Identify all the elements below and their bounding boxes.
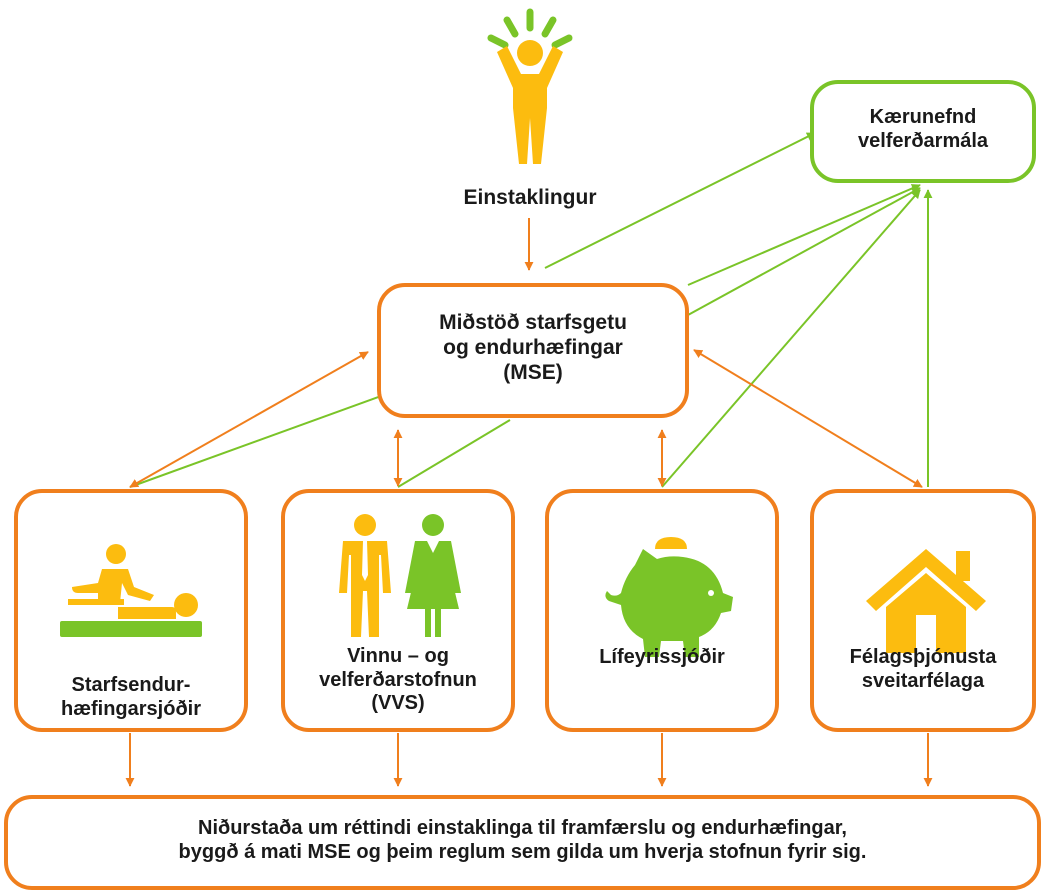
institution-lifeyrissjodir-label: Lífeyrissjóðir: [549, 646, 775, 670]
arrow-starfsendurhaefing-to-appeals: [129, 394, 385, 488]
institution-vvs-line-1: Vinnu – og: [347, 645, 449, 667]
arrow-mse-to-appeals: [544, 132, 816, 269]
appeals-line-2: velferðarmála: [857, 129, 989, 152]
individual-label: Einstaklingur: [463, 186, 597, 209]
arrow-mse-felagsthjonusta: [693, 349, 923, 488]
institution-starfsendurhaefing-line-1: Starfsendur-: [71, 674, 191, 696]
arrow-lifeyrissjodir-to-appeals: [661, 189, 921, 488]
piggy-bank-icon: [605, 537, 733, 657]
institution-vvs-line-3: (VVS): [371, 692, 425, 715]
mse-line-2: og endurhæfingar: [443, 335, 623, 359]
outcome-line-2: byggð á mati MSE og þeim reglum sem gild…: [178, 840, 867, 863]
arrow-vvs-to-appeals: [397, 419, 511, 488]
outcome-line-1: Niðurstaða um réttindi einstaklinga til …: [198, 817, 847, 839]
institution-lifeyrissjodir-line-3: Lífeyrissjóðir: [599, 646, 725, 668]
institution-felagsthjonusta-label: Félagsþjónusta sveitarfélaga: [814, 646, 1032, 693]
institution-starfsendurhaefing-label: Starfsendur- hæfingarsjóðir: [18, 674, 244, 721]
arrow-mse-starfsendurhaefing: [129, 351, 369, 488]
arrow-mse-to-appeals-3: [687, 187, 921, 316]
mse-box: Miðstöð starfsgetu og endurhæfingar (MSE…: [377, 283, 689, 418]
physiotherapy-icon: [60, 544, 202, 637]
mse-line-3: (MSE): [503, 360, 563, 384]
institution-vvs-box: Vinnu – og velferðarstofnun (VVS): [281, 489, 515, 732]
house-icon: [866, 549, 986, 653]
institution-vvs-line-2: velferðarstofnun: [319, 668, 477, 691]
arrow-mse-to-appeals-2: [687, 184, 921, 286]
institution-starfsendurhaefing-box: Starfsendur- hæfingarsjóðir: [14, 489, 248, 732]
appeals-line-1: Kærunefnd: [869, 106, 977, 128]
institution-lifeyrissjodir-box: Lífeyrissjóðir: [545, 489, 779, 732]
appeals-committee-box: Kærunefnd velferðarmála: [810, 80, 1036, 183]
institution-starfsendurhaefing-line-2: hæfingarsjóðir: [60, 697, 201, 720]
appeals-committee-label: Kærunefnd velferðarmála: [814, 106, 1032, 153]
man-and-woman-icon: [339, 514, 461, 637]
institution-felagsthjonusta-box: Félagsþjónusta sveitarfélaga: [810, 489, 1036, 732]
institution-vvs-label: Vinnu – og velferðarstofnun (VVS): [285, 645, 511, 716]
institution-felagsthjonusta-line-2: Félagsþjónusta: [849, 646, 997, 668]
person-arms-raised-icon: [487, 8, 573, 164]
outcome-box: Niðurstaða um réttindi einstaklinga til …: [4, 795, 1041, 890]
mse-label: Miðstöð starfsgetu og endurhæfingar (MSE…: [381, 311, 685, 385]
outcome-label: Niðurstaða um réttindi einstaklinga til …: [8, 817, 1037, 864]
mse-line-1: Miðstöð starfsgetu: [439, 311, 627, 334]
individual-node: Einstaklingur: [430, 8, 630, 218]
institution-felagsthjonusta-line-3: sveitarfélaga: [861, 669, 985, 692]
